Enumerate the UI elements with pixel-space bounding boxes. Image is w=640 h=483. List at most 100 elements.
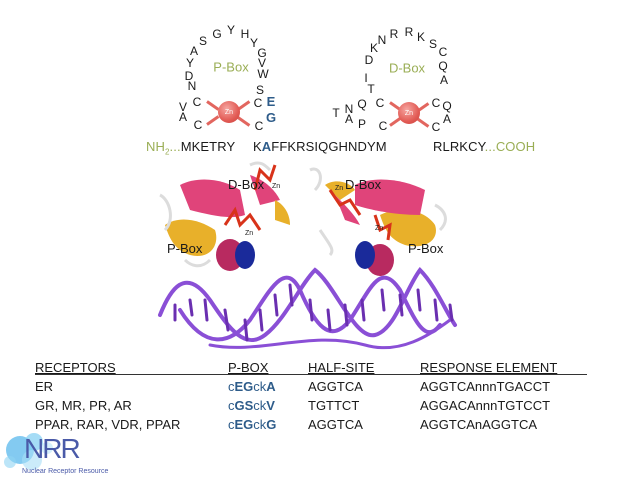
zn-label: Zn: [224, 108, 234, 116]
residue: W: [257, 67, 269, 81]
residue: S: [255, 83, 265, 97]
residue: Y: [249, 36, 259, 50]
zn-label: Zn: [245, 230, 253, 237]
residue: C: [254, 119, 264, 133]
residue: G: [212, 27, 222, 41]
sequence-segment: MKETRY: [180, 139, 236, 154]
residue: A: [439, 73, 449, 87]
cysteine-sidechains: [328, 189, 392, 241]
residue-highlighted: G: [265, 110, 277, 125]
alpha-helix: [335, 195, 360, 225]
recognition-helix-end: [235, 241, 255, 269]
residue: D: [364, 53, 374, 67]
residue: C: [193, 118, 203, 132]
cell-p-box: cGSckV: [228, 396, 308, 415]
left-dbd-protein: [159, 161, 290, 271]
residue: C: [375, 96, 385, 110]
cell-receptors: GR, MR, PR, AR: [35, 398, 132, 413]
coil: [159, 161, 272, 268]
residue: R: [389, 27, 399, 41]
ellipsis: ...: [484, 139, 496, 154]
pbox-fragment-bold: A: [266, 379, 276, 394]
cell-response-element: AGGACAnnnTGTCCT: [420, 398, 551, 413]
cell-p-box: cEGckA: [228, 377, 308, 396]
residue: T: [367, 82, 375, 96]
dna-bases: [173, 283, 454, 342]
residue: N: [377, 33, 387, 47]
pbox-fragment-bold: EG: [234, 379, 254, 394]
coil: [309, 167, 447, 257]
dna-backbone: [158, 266, 457, 342]
header-p-box: P-BOX: [228, 360, 269, 375]
cell-response-element: AGGTCAnnnTGACCT: [420, 379, 551, 394]
p-box-structure-label-right: P-Box: [408, 241, 444, 256]
residue: A: [344, 112, 354, 126]
p-box-label: P-Box: [213, 59, 249, 75]
d-box-label: D-Box: [388, 60, 426, 76]
residue: Q: [357, 97, 367, 111]
protein-dna-structure: Zn Zn Zn Zn D-Box D-Box P-Box P-Box: [150, 160, 480, 360]
residue: H: [240, 27, 250, 41]
beta-sheet: [380, 209, 436, 247]
cell-receptors: PPAR, RAR, VDR, PPAR: [35, 417, 181, 432]
zn-label: Zn: [335, 185, 343, 192]
residue: V: [257, 56, 267, 70]
pbox-fragment: c: [228, 398, 235, 413]
residue: Q: [438, 59, 448, 73]
residue: R: [404, 25, 414, 39]
residue: C: [378, 119, 388, 133]
table-row: GR, MR, PR, AR cGSckV TGTTCT AGGACAnnnTG…: [35, 396, 600, 415]
cell-p-box: cEGckG: [228, 415, 308, 434]
logo-splash-icon: [4, 433, 53, 470]
beta-sheet: [325, 181, 355, 200]
table-row: ER cEGckA AGGTCA AGGTCAnnnTGACCT: [35, 377, 600, 396]
pbox-fragment: ck: [253, 417, 267, 432]
pbox-fragment: c: [228, 417, 235, 432]
logo-subtitle: Nuclear Receptor Resource: [22, 468, 109, 475]
residue: A: [178, 110, 188, 124]
structure-illustration: Zn Zn Zn Zn: [158, 161, 457, 350]
residue: C: [192, 95, 202, 109]
p-box-structure-label-left: P-Box: [167, 241, 203, 256]
nrr-logo: NRR Nuclear Receptor Resource: [2, 428, 122, 478]
residue: D: [184, 69, 194, 83]
header-receptors: RECEPTORS: [35, 360, 116, 375]
sequence-segment: FFKRSIQGHNDYM: [271, 139, 387, 154]
residue: Y: [185, 56, 195, 70]
zn-label: Zn: [375, 225, 383, 232]
residue: C: [253, 96, 263, 110]
sequence-residue: K: [253, 139, 262, 154]
n-terminus: NH: [146, 139, 165, 154]
cell-receptors: ER: [35, 379, 54, 394]
residue: S: [428, 37, 438, 51]
residue: K: [416, 30, 426, 44]
residue: P: [357, 117, 367, 131]
beta-sheet: [165, 219, 217, 256]
residue: A: [442, 112, 452, 126]
right-dbd-protein: [309, 167, 447, 276]
table-header-row: RECEPTORS P-BOX HALF-SITE RESPONSE ELEME…: [35, 358, 600, 377]
pbox-fragment: ck: [253, 398, 267, 413]
alpha-helix: [355, 179, 425, 215]
residue: G: [257, 46, 267, 60]
residue: Y: [226, 23, 236, 37]
residue: C: [431, 120, 441, 134]
residue: I: [364, 71, 368, 85]
residue: C: [431, 96, 441, 110]
n-terminus-subscript: 2: [164, 147, 170, 157]
header-response-element: RESPONSE ELEMENT: [420, 360, 558, 375]
pbox-fragment-bold: V: [266, 398, 275, 413]
beta-sheet: [275, 200, 290, 225]
alpha-helix: [180, 179, 245, 218]
sequence-residue-highlighted: A: [261, 139, 272, 154]
table-header-underline: [35, 374, 587, 375]
residue: N: [344, 102, 354, 116]
ellipsis: ...: [169, 139, 181, 154]
residue: N: [187, 79, 197, 93]
residue: T: [332, 106, 340, 120]
sequence-segment: RLRKCY: [433, 139, 485, 154]
residue: V: [178, 100, 188, 114]
residue: S: [198, 34, 208, 48]
sequence-n-terminal: NH2...MKETRY: [146, 139, 235, 157]
zinc-atom-icon: Zn: [218, 101, 240, 123]
